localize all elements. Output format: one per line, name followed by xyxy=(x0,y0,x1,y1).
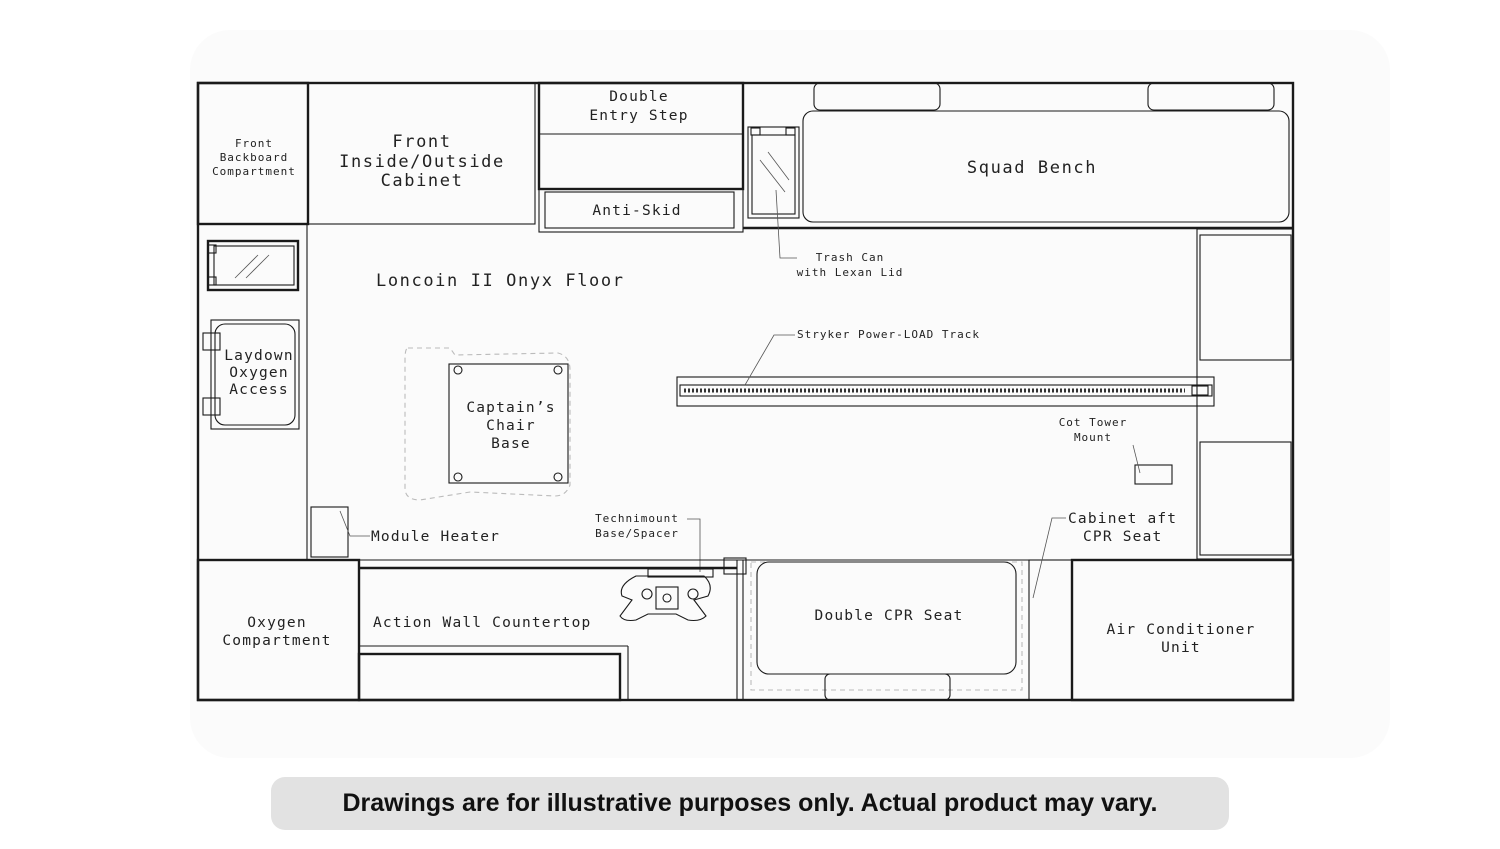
front-cabinet-label-1: Front xyxy=(392,132,451,152)
oxygen-compartment-label-2: Compartment xyxy=(222,633,331,649)
background-panel xyxy=(190,30,1390,758)
stryker-track: Stryker Power-LOAD Track xyxy=(676,328,1215,407)
squad-bench: Squad Bench xyxy=(743,82,1293,230)
front-backboard-label-1: Front xyxy=(235,137,273,150)
cabinet-aft-label-2: CPR Seat xyxy=(1083,529,1162,545)
front-cabinet: Front Inside/Outside Cabinet xyxy=(307,82,536,225)
entry-step-label-1: Double xyxy=(609,89,669,105)
technimount-label-2: Base/Spacer xyxy=(595,527,679,540)
cot-tower-label-2: Mount xyxy=(1074,431,1112,444)
air-conditioner-unit: Air Conditioner Unit xyxy=(1070,558,1295,702)
trash-can-label-2: with Lexan Lid xyxy=(797,266,904,279)
anti-skid-label: Anti-Skid xyxy=(592,203,681,219)
captains-chair-base: Captain’s Chair Base xyxy=(404,347,571,501)
front-backboard-compartment: Front Backboard Compartment xyxy=(196,81,310,226)
double-cpr-seat: Double CPR Seat xyxy=(750,561,1023,701)
disclaimer-banner: Drawings are for illustrative purposes o… xyxy=(271,777,1229,830)
entry-step-area: Double Entry Step Anti-Skid xyxy=(537,81,745,233)
front-backboard-label-3: Compartment xyxy=(212,165,296,178)
trash-can: Trash Can with Lexan Lid xyxy=(747,126,904,279)
module-heater-label: Module Heater xyxy=(371,529,500,545)
front-cabinet-label-3: Cabinet xyxy=(381,171,464,191)
stryker-track-label: Stryker Power-LOAD Track xyxy=(797,328,980,341)
squad-bench-label: Squad Bench xyxy=(967,158,1097,178)
oxygen-compartment-label-1: Oxygen xyxy=(247,615,307,631)
floor-label: Loncoin II Onyx Floor xyxy=(376,271,625,291)
air-conditioner-label-1: Air Conditioner xyxy=(1107,622,1256,638)
trash-can-label-1: Trash Can xyxy=(816,251,885,264)
chair-label-2: Chair xyxy=(486,418,536,434)
laydown-label-3: Access xyxy=(229,382,289,398)
oxygen-compartment: Oxygen Compartment xyxy=(196,558,361,702)
chair-label-1: Captain’s xyxy=(466,400,555,416)
action-wall-label: Action Wall Countertop xyxy=(373,615,591,631)
module-heater: Module Heater xyxy=(310,506,500,558)
left-wall-column: Laydown Oxygen Access xyxy=(202,224,308,560)
entry-step-label-2: Entry Step xyxy=(589,108,688,124)
cpr-seat-label: Double CPR Seat xyxy=(815,608,964,624)
front-backboard-label-2: Backboard xyxy=(220,151,289,164)
technimount-label-1: Technimount xyxy=(595,512,679,525)
air-conditioner-label-2: Unit xyxy=(1161,640,1201,656)
chair-label-3: Base xyxy=(491,436,531,452)
action-wall-countertop: Action Wall Countertop xyxy=(357,557,747,702)
laydown-label-2: Oxygen xyxy=(229,365,289,381)
cot-tower-label-1: Cot Tower xyxy=(1059,416,1128,429)
front-cabinet-label-2: Inside/Outside xyxy=(339,152,505,172)
technimount: Technimount Base/Spacer xyxy=(595,512,714,622)
cot-tower-mount: Cot Tower Mount xyxy=(1059,416,1173,485)
cabinet-aft-label-1: Cabinet aft xyxy=(1068,511,1177,527)
laydown-label-1: Laydown xyxy=(224,348,294,364)
